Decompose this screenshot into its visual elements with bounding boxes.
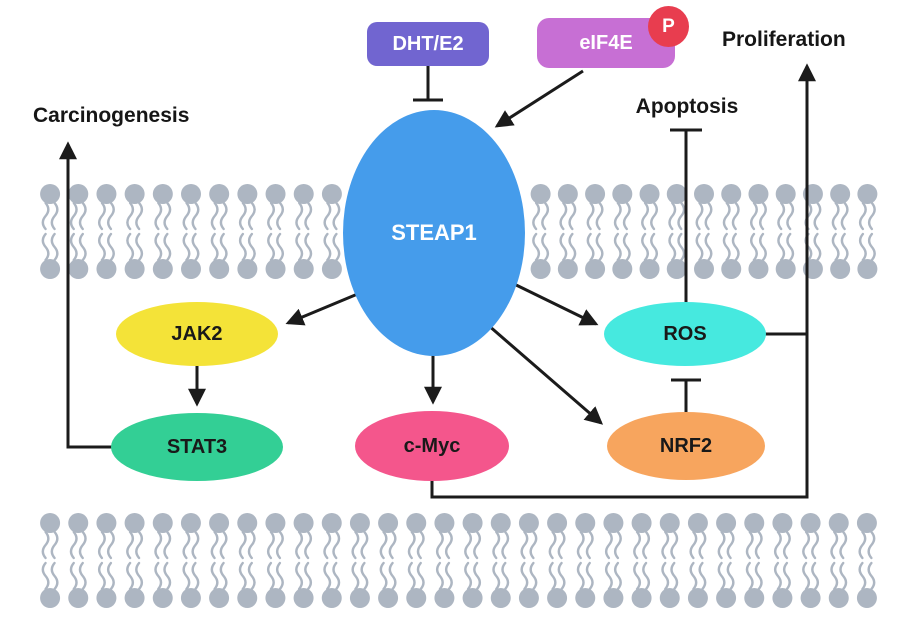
membrane-top-right-segment [530, 184, 878, 279]
node-jak2: JAK2 [116, 302, 278, 366]
edge-cmyc-proliferation [430, 63, 816, 499]
node-c-myc: c-Myc [355, 411, 509, 481]
carcinogenesis-label: Carcinogenesis [33, 104, 190, 127]
edge-steap1-nrf2 [487, 323, 604, 425]
node-ros-label: ROS [663, 322, 707, 345]
node-dht-e2-label: DHT/E2 [392, 32, 464, 55]
node-dht-e2: DHT/E2 [367, 22, 489, 66]
node-stat3-label: STAT3 [166, 435, 228, 458]
node-stat3: STAT3 [111, 413, 283, 481]
edge-eif4e-steap1 [494, 69, 584, 128]
proliferation-label: Proliferation [722, 28, 846, 51]
edge-steap1-jak2 [285, 291, 361, 326]
node-c-myc-label: c-Myc [403, 434, 461, 457]
node-nrf2-label: NRF2 [659, 434, 713, 457]
phosphorylation-badge: P [648, 6, 689, 47]
node-steap1: STEAP1 [343, 110, 525, 356]
node-eif4e-label: eIF4E [579, 31, 633, 54]
node-ros: ROS [604, 302, 766, 366]
node-jak2-label: JAK2 [171, 322, 223, 345]
edge-stat3-carcinogenesis [59, 141, 115, 449]
node-nrf2: NRF2 [607, 412, 765, 480]
phosphorylation-badge-label: P [662, 15, 675, 37]
edge-steap1-ros [509, 280, 599, 326]
node-steap1-label: STEAP1 [391, 220, 477, 245]
membrane-bottom-segment [40, 513, 877, 608]
apoptosis-label: Apoptosis [635, 95, 739, 118]
membrane-top-left-segment [40, 184, 342, 279]
